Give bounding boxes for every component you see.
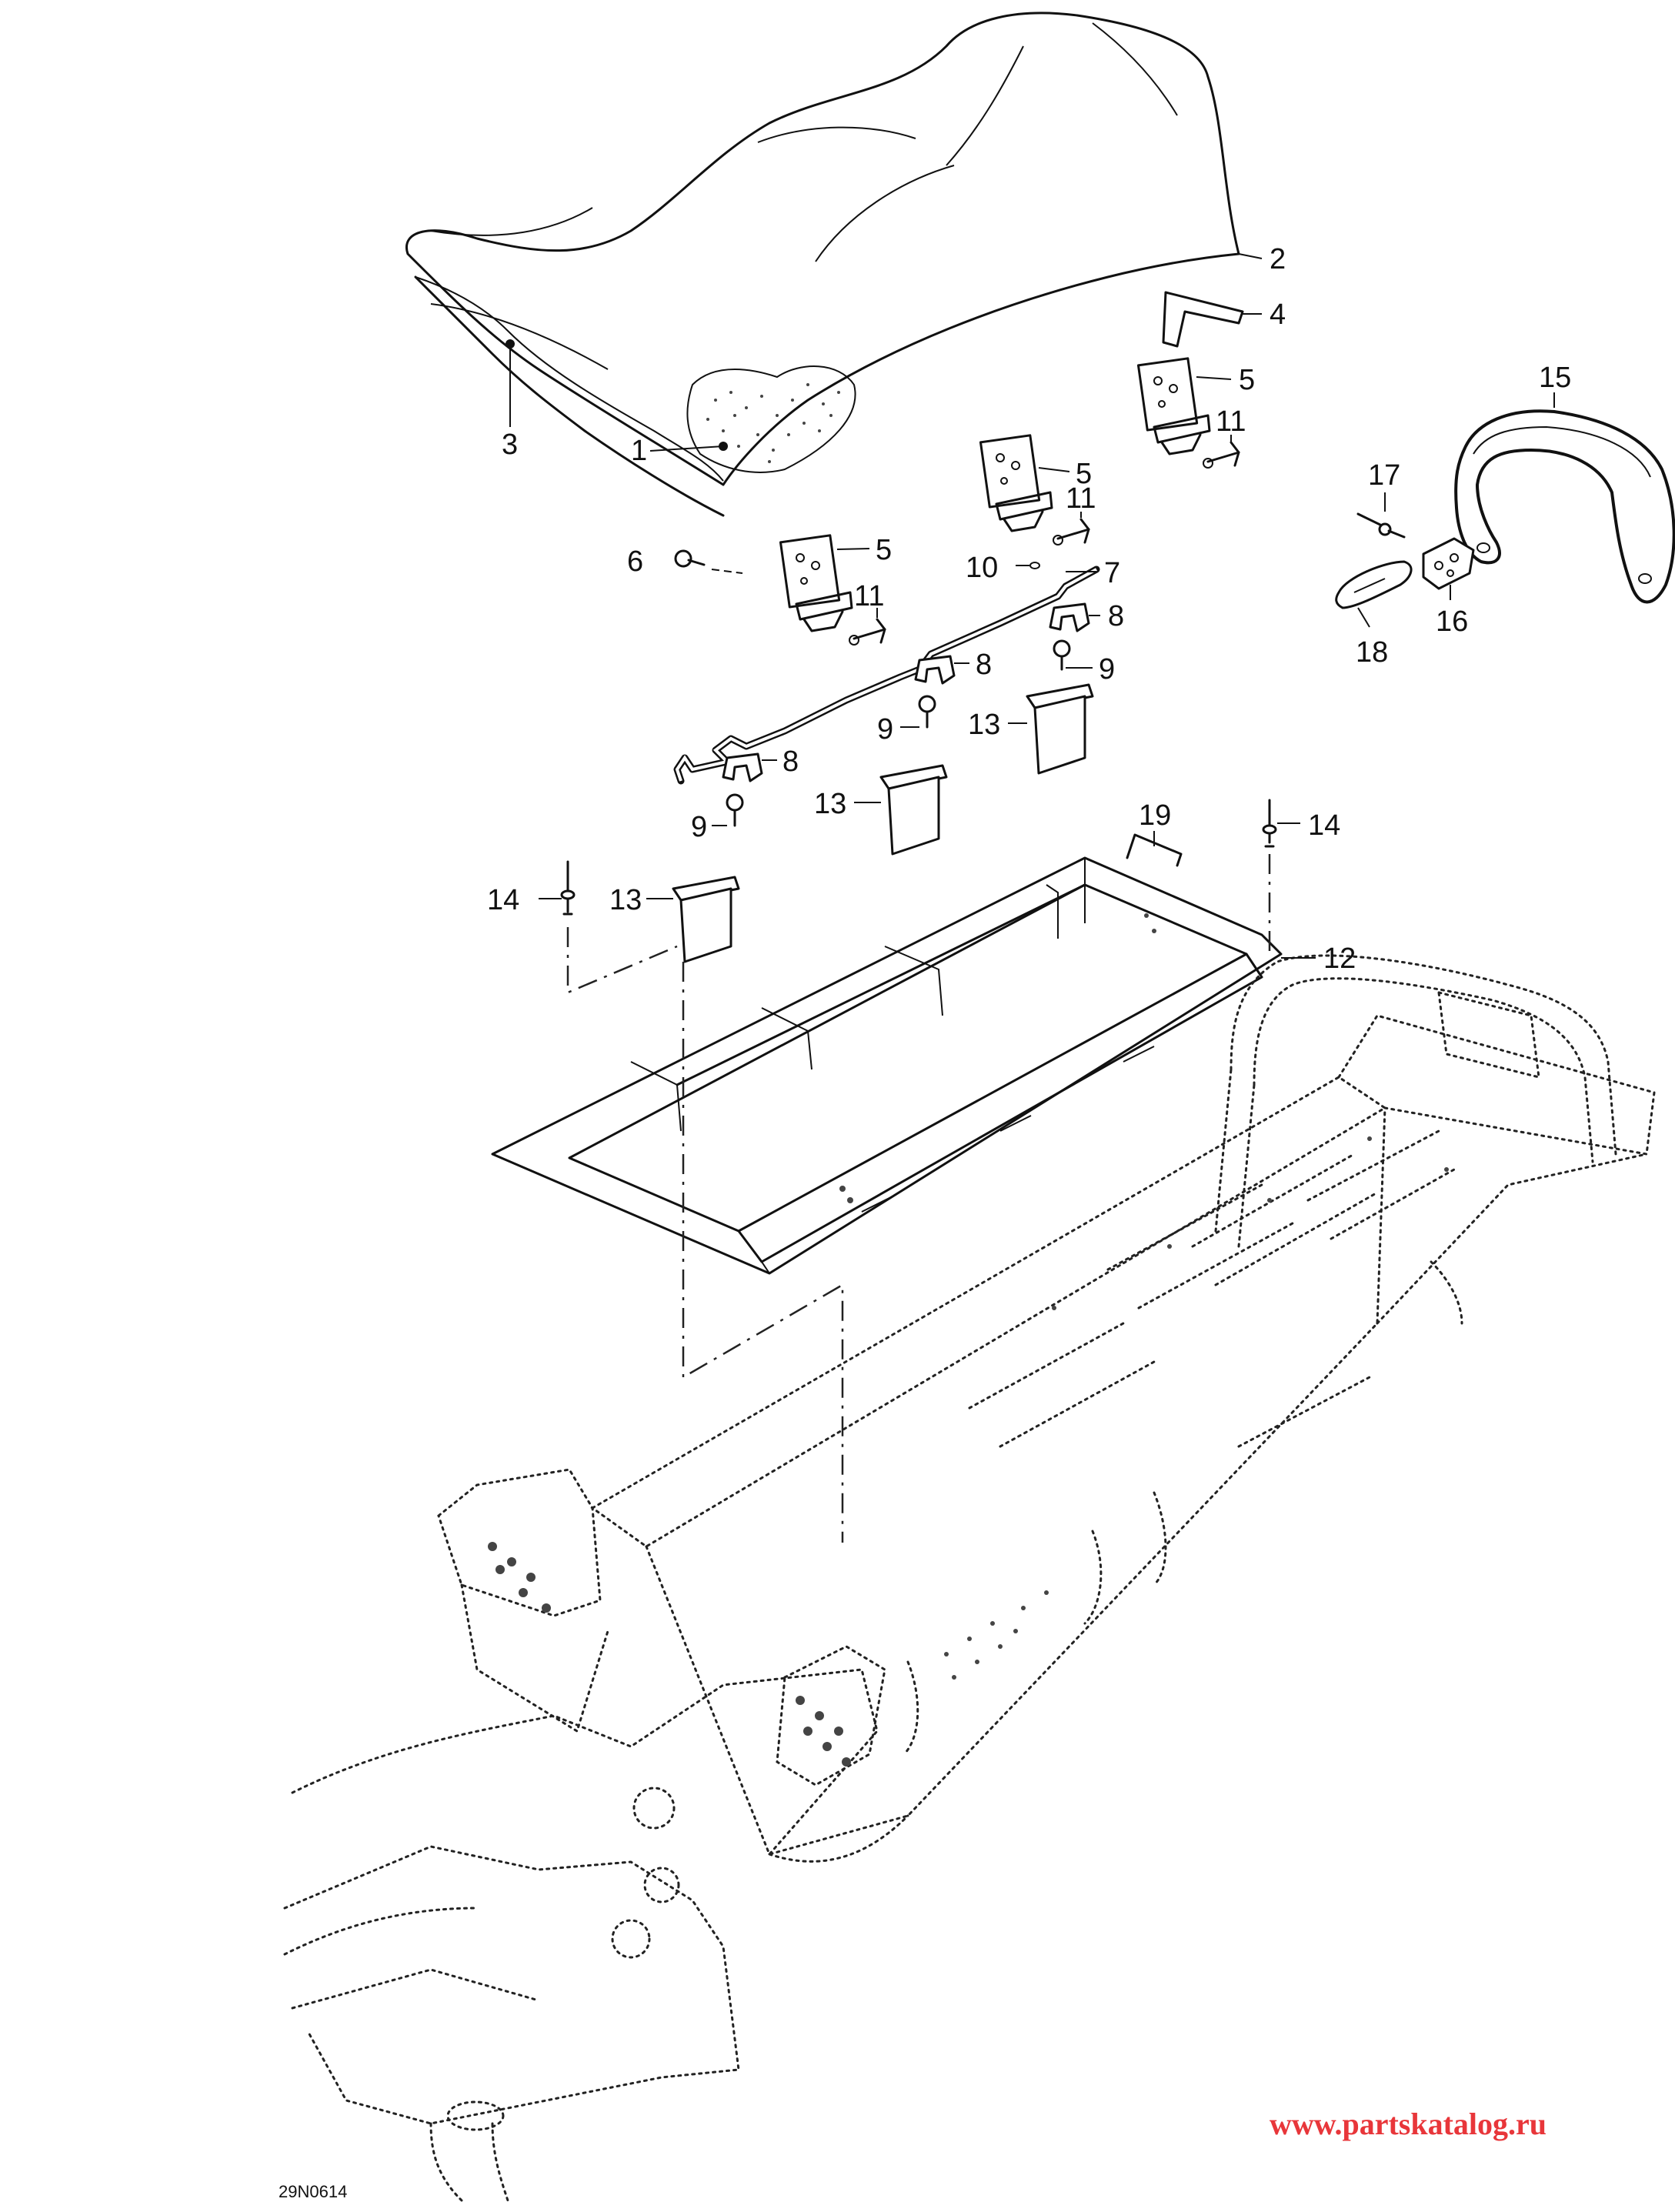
callout-5a: 5 (1239, 364, 1255, 396)
callout-5b: 5 (1076, 458, 1092, 490)
strip-part-4 (1162, 291, 1244, 348)
alignment-lines (566, 854, 1271, 1543)
callout-labels: 1 2 3 4 5 5 5 6 7 8 8 8 9 9 9 10 11 11 1… (487, 243, 1571, 975)
callout-13c: 13 (609, 884, 642, 916)
callout-1: 1 (631, 435, 647, 467)
chassis-tunnel (283, 954, 1656, 2202)
screw-part-6 (674, 549, 743, 574)
clips-part-8 (722, 602, 1090, 782)
grab-handle-part-15 (1454, 409, 1675, 604)
hinge-3 (779, 534, 853, 632)
callout-4: 4 (1270, 299, 1286, 331)
callout-9b: 9 (877, 713, 893, 746)
callout-16: 16 (1436, 606, 1468, 638)
rivets-part-11 (849, 441, 1240, 646)
callout-8a: 8 (1108, 600, 1124, 632)
pins-part-14 (560, 799, 1277, 916)
hinge-1 (1136, 357, 1211, 455)
callout-8b: 8 (976, 649, 992, 681)
rivet-part-17 (1356, 512, 1406, 539)
chassis-holes (488, 1136, 1449, 1767)
callout-14a: 14 (1308, 809, 1340, 842)
callout-17: 17 (1368, 459, 1400, 492)
callout-15: 15 (1539, 362, 1571, 394)
rod-part-7 (673, 566, 1100, 785)
callout-9c: 9 (691, 811, 707, 843)
callout-8c: 8 (782, 746, 799, 778)
storage-tray-part-12 (491, 856, 1283, 1275)
callout-13b: 13 (814, 788, 846, 820)
patch-texture (706, 383, 840, 463)
callout-14b: 14 (487, 884, 519, 916)
leader-lines (509, 253, 1555, 959)
callout-11c: 11 (854, 580, 884, 612)
callout-11b: 11 (1066, 482, 1096, 515)
callout-7: 7 (1104, 557, 1120, 589)
brackets-part-13 (672, 683, 1094, 963)
clip-part-19 (1126, 833, 1183, 867)
callout-12: 12 (1323, 943, 1356, 975)
callout-10: 10 (966, 552, 998, 584)
hinge-2 (979, 434, 1053, 532)
clip-part-18 (1335, 560, 1413, 609)
callout-13a: 13 (968, 709, 1000, 741)
callout-11a: 11 (1216, 405, 1246, 438)
callout-19: 19 (1139, 799, 1171, 832)
callout-3: 3 (502, 429, 518, 461)
callout-18: 18 (1356, 636, 1388, 669)
callout-5c: 5 (876, 534, 892, 566)
screws-part-9 (726, 639, 1071, 827)
figure-code: 29N0614 (279, 2182, 347, 2201)
nut-part-10 (1029, 562, 1040, 569)
watermark-url[interactable]: www.partskatalog.ru (1270, 2107, 1547, 2141)
callout-2: 2 (1270, 243, 1286, 275)
callout-9a: 9 (1099, 653, 1115, 686)
seat-assembly (405, 12, 1240, 517)
callout-6: 6 (627, 545, 643, 578)
bracket-part-16 (1422, 537, 1475, 590)
